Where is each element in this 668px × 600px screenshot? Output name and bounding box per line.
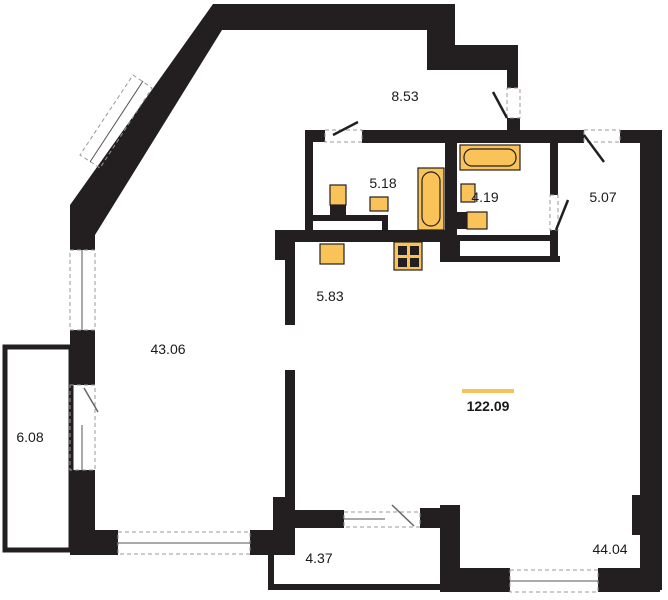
room-area-bathroom-2: 4.19 xyxy=(471,189,499,205)
total-area: 122.09 xyxy=(466,398,510,414)
wall-segment xyxy=(445,130,457,262)
stove-burners xyxy=(330,205,467,267)
window xyxy=(69,249,96,331)
walls xyxy=(70,4,662,592)
counter xyxy=(313,215,388,221)
sink xyxy=(369,196,389,212)
door-leaf xyxy=(582,134,606,163)
total-area-accent-bar xyxy=(462,389,514,393)
room-area-balcony-bottom: 4.37 xyxy=(305,550,333,566)
partition-wall xyxy=(285,230,295,325)
wall-segment xyxy=(292,510,344,528)
wall-segment xyxy=(70,530,118,555)
window xyxy=(79,74,153,169)
door-opening xyxy=(549,194,559,231)
partition-wall xyxy=(285,370,295,500)
window-lines xyxy=(81,80,598,582)
sink xyxy=(460,183,476,203)
wall-segment xyxy=(620,130,662,143)
outer-wall-diagonal xyxy=(70,4,440,235)
toilet xyxy=(466,211,488,230)
room-area-hall: 5.07 xyxy=(589,189,617,205)
room-area-balcony-left: 6.08 xyxy=(16,429,44,445)
room-area-bathroom-1: 5.18 xyxy=(369,175,397,191)
bathtub-inner xyxy=(421,171,441,227)
door-leaves-thin xyxy=(83,387,415,527)
wall-segment xyxy=(440,568,510,592)
toilet xyxy=(329,184,347,206)
wall-segment xyxy=(632,495,647,535)
wall-segment xyxy=(362,130,584,143)
room-area-living-room: 43.06 xyxy=(150,341,186,357)
wall-segment xyxy=(457,256,560,262)
balcony-rail xyxy=(268,584,448,590)
window xyxy=(343,511,421,528)
door-opening xyxy=(506,87,521,119)
wall-segment xyxy=(70,330,95,385)
counter xyxy=(382,215,388,232)
balcony-left-outline xyxy=(2,344,74,553)
wall-segment xyxy=(457,235,555,241)
door-leaf xyxy=(491,91,509,119)
room-area-bedroom: 44.04 xyxy=(592,541,628,557)
wall-segment xyxy=(305,130,313,240)
wall-segment xyxy=(550,230,558,262)
door-opening xyxy=(324,129,363,143)
kitchen-sink xyxy=(319,243,345,265)
doors xyxy=(332,91,606,231)
door-leaf xyxy=(554,199,570,231)
room-area-kitchen: 5.83 xyxy=(316,288,344,304)
wall-segment xyxy=(275,230,450,242)
room-area-storage: 8.53 xyxy=(391,88,419,104)
windows xyxy=(69,74,621,593)
bathtub-inner xyxy=(463,148,517,167)
wall-segment xyxy=(550,140,558,195)
wall-segment xyxy=(440,238,460,262)
outer-wall-step xyxy=(427,4,518,88)
fixtures xyxy=(319,144,521,271)
balcony-rail xyxy=(268,550,274,590)
outer-wall-right xyxy=(640,130,662,590)
door-leaf xyxy=(332,120,359,137)
wall-segment xyxy=(70,235,95,250)
door-opening xyxy=(583,129,621,143)
wall-segment xyxy=(273,497,295,555)
